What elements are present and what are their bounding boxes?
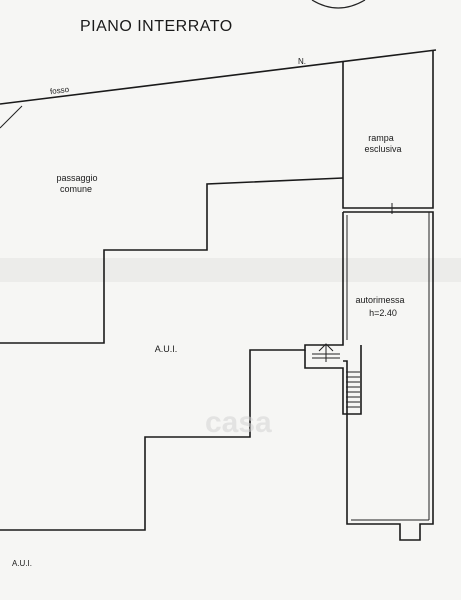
- aui-label-center: A.U.I.: [155, 344, 178, 354]
- autorimessa-label: autorimessa: [355, 295, 404, 305]
- passaggio-label-2: comune: [60, 184, 92, 194]
- rampa-label-2: esclusiva: [364, 144, 401, 154]
- passaggio-label: passaggio: [56, 173, 97, 183]
- watermark-text: casa: [205, 406, 272, 439]
- stair-steps: [346, 371, 360, 408]
- passaggio-comune-region: [0, 177, 344, 344]
- rampa-label: rampa: [368, 133, 394, 143]
- autorimessa-room: [343, 211, 434, 541]
- stair-arrow-icon: [312, 343, 340, 362]
- autorimessa-height-label: h=2.40: [369, 308, 397, 318]
- fosso-boundary-line: [0, 49, 437, 105]
- rampa-room: [342, 50, 434, 209]
- fosso-label: fosso: [49, 85, 70, 96]
- aui-region: [0, 212, 344, 531]
- aui-label-bottom: A.U.I.: [12, 559, 32, 568]
- stair-well: [304, 345, 362, 415]
- scan-band: [0, 258, 461, 282]
- fosso-slant-line: [0, 105, 23, 129]
- stamp-mark: [311, 0, 366, 9]
- plan-title: PIANO INTERRATO: [80, 18, 233, 35]
- boundary-mark: N.: [298, 57, 306, 66]
